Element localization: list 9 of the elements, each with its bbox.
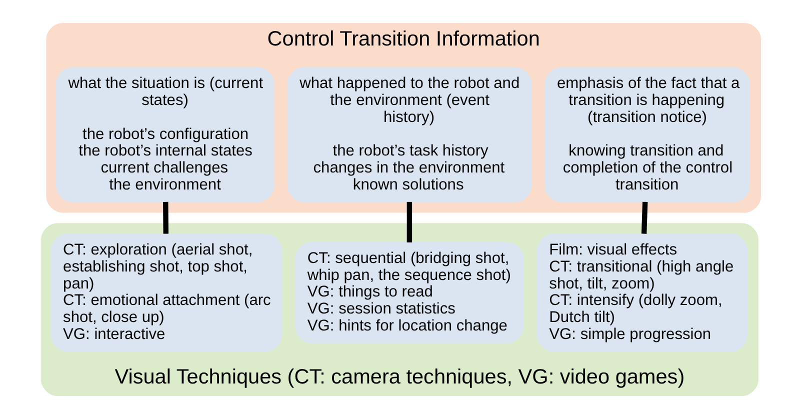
connector	[406, 202, 412, 242]
connector	[640, 202, 648, 234]
node-box: what the situation is (current states) the robot’s configuration the robot’s internal states current challenges the environment	[55, 67, 274, 202]
node-box: Film: visual effects CT: transitional (high angle shot, tilt, zoom) CT: intensify (dolly zoom, Dutch tilt) VG: simple progression	[536, 234, 747, 352]
connector	[162, 202, 168, 234]
node-box: what happened to the robot and the environment (event history) the robot’s task history changes in the environment known solutions	[286, 67, 532, 202]
node-box: CT: exploration (aerial shot, establishing shot, top shot, pan) CT: emotional attachment (arc shot, close up) VG: interactive	[50, 234, 282, 352]
node-box: CT: sequential (bridging shot, whip pan, the sequence shot) VG: things to read VG: session statistics VG: hints for location change	[294, 242, 524, 344]
node-box: emphasis of the fact that a transition is happening (transition notice) knowing transition and completion of the control transition	[544, 67, 750, 202]
